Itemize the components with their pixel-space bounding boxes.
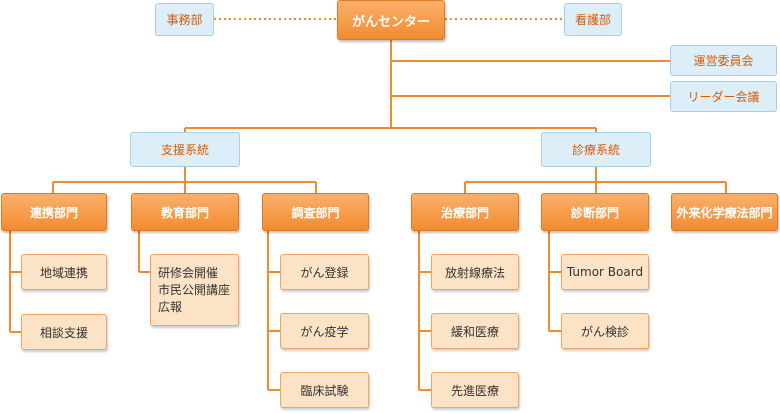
education-dept-box: 教育部門 — [131, 193, 239, 231]
treatment-dept-box: 治療部門 — [411, 193, 519, 231]
clinical-trial-box: 臨床試験 — [280, 372, 369, 408]
regional-liaison-box: 地域連携 — [21, 254, 107, 290]
consultation-support-box: 相談支援 — [21, 314, 107, 350]
cancer-registry-box: がん登録 — [280, 254, 369, 290]
cancer-epidemiology-box: がん疫学 — [280, 313, 369, 349]
diagnosis-dept-box: 診断部門 — [541, 193, 649, 231]
nursing-box: 看護部 — [564, 3, 622, 36]
committee-box: 運営委員会 — [670, 45, 777, 76]
clinical-system-box: 診療系統 — [541, 132, 651, 167]
tumor-board-box: Tumor Board — [561, 254, 649, 290]
public-lecture-item: 市民公開講座 — [158, 282, 231, 297]
radiotherapy-box: 放射線療法 — [431, 254, 519, 290]
support-system-box: 支援系統 — [130, 132, 240, 167]
admin-box: 事務部 — [155, 3, 214, 36]
advanced-medicine-box: 先進医療 — [431, 372, 519, 408]
leader-meeting-box: リーダー会議 — [670, 81, 777, 112]
center-box: がんセンター — [337, 0, 445, 40]
palliative-care-box: 緩和医療 — [431, 313, 519, 349]
cancer-screening-box: がん検診 — [561, 313, 649, 349]
pr-item: 広報 — [158, 299, 183, 314]
research-dept-box: 調査部門 — [262, 193, 369, 231]
training-item: 研修会開催 — [158, 265, 219, 280]
chemo-dept-box: 外来化学療法部門 — [671, 193, 778, 231]
liaison-dept-box: 連携部門 — [1, 193, 107, 231]
education-items-box: 研修会開催 市民公開講座 広報 — [150, 254, 239, 326]
